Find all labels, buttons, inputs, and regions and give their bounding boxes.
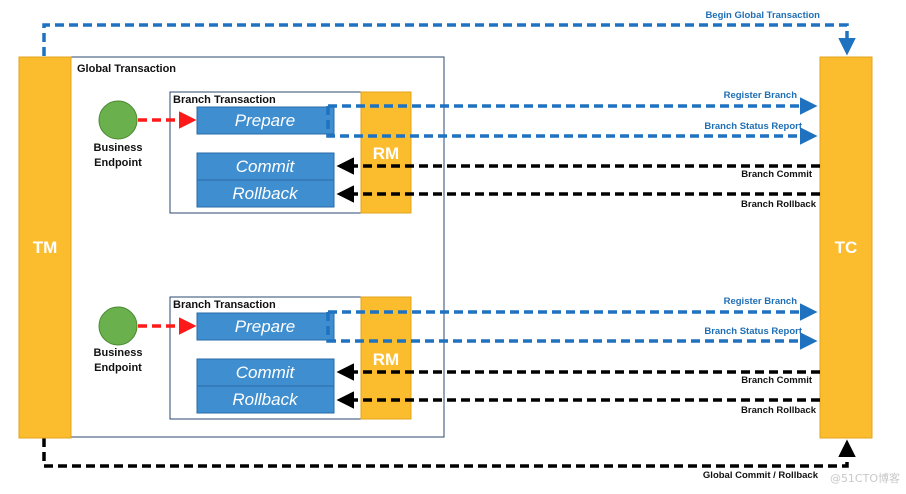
rollback-label: Rollback xyxy=(232,390,299,409)
business-endpoint-label-line2: Endpoint xyxy=(94,362,142,374)
prepare-box xyxy=(196,106,335,135)
branch-transaction-title: Branch Transaction xyxy=(173,94,276,106)
branch-status-report-arrow xyxy=(326,312,818,350)
tm-bar xyxy=(18,56,72,439)
business-endpoint-icon xyxy=(98,100,138,140)
tc-bar xyxy=(819,56,873,439)
branch-status-report-label: Branch Status Report xyxy=(704,326,802,337)
rollback-box xyxy=(196,385,335,414)
commit-label: Commit xyxy=(236,157,296,176)
branch-commit-label: Branch Commit xyxy=(741,169,813,180)
begin-global-transaction-label: Begin Global Transaction xyxy=(705,10,820,21)
prepare-label: Prepare xyxy=(235,317,295,336)
branch-status-report-arrow xyxy=(326,106,818,145)
tm-label: TM xyxy=(33,238,58,257)
global-commit-rollback-arrow xyxy=(42,438,856,468)
rollback-box xyxy=(196,179,335,208)
prepare-label: Prepare xyxy=(235,111,295,130)
watermark: @51CTO博客 xyxy=(830,471,900,485)
branch-rollback-label: Branch Rollback xyxy=(741,199,817,210)
register-branch-label: Register Branch xyxy=(724,296,798,307)
tc-label: TC xyxy=(835,238,858,257)
global-commit-rollback-label: Global Commit / Rollback xyxy=(703,470,819,481)
branch-transaction-title: Branch Transaction xyxy=(173,299,276,311)
branch-transaction-1: Branch Transaction Business Endpoint Pre… xyxy=(94,90,820,214)
business-endpoint-label-line2: Endpoint xyxy=(94,157,142,169)
register-branch-label: Register Branch xyxy=(724,90,798,101)
branch-commit-label: Branch Commit xyxy=(741,375,813,386)
prepare-box xyxy=(196,312,335,341)
rm-label: RM xyxy=(373,350,399,369)
business-endpoint-label-line1: Business xyxy=(94,142,143,154)
business-endpoint-icon xyxy=(98,306,138,346)
global-transaction-label: Global Transaction xyxy=(77,63,176,75)
branch-transaction-2: Branch Transaction Business Endpoint Pre… xyxy=(94,296,820,420)
rollback-label: Rollback xyxy=(232,184,299,203)
business-endpoint-label-line1: Business xyxy=(94,347,143,359)
commit-label: Commit xyxy=(236,363,296,382)
branch-rollback-label: Branch Rollback xyxy=(741,405,817,416)
rm-label: RM xyxy=(373,144,399,163)
begin-global-transaction-arrow xyxy=(42,23,856,56)
branch-status-report-label: Branch Status Report xyxy=(704,121,802,132)
